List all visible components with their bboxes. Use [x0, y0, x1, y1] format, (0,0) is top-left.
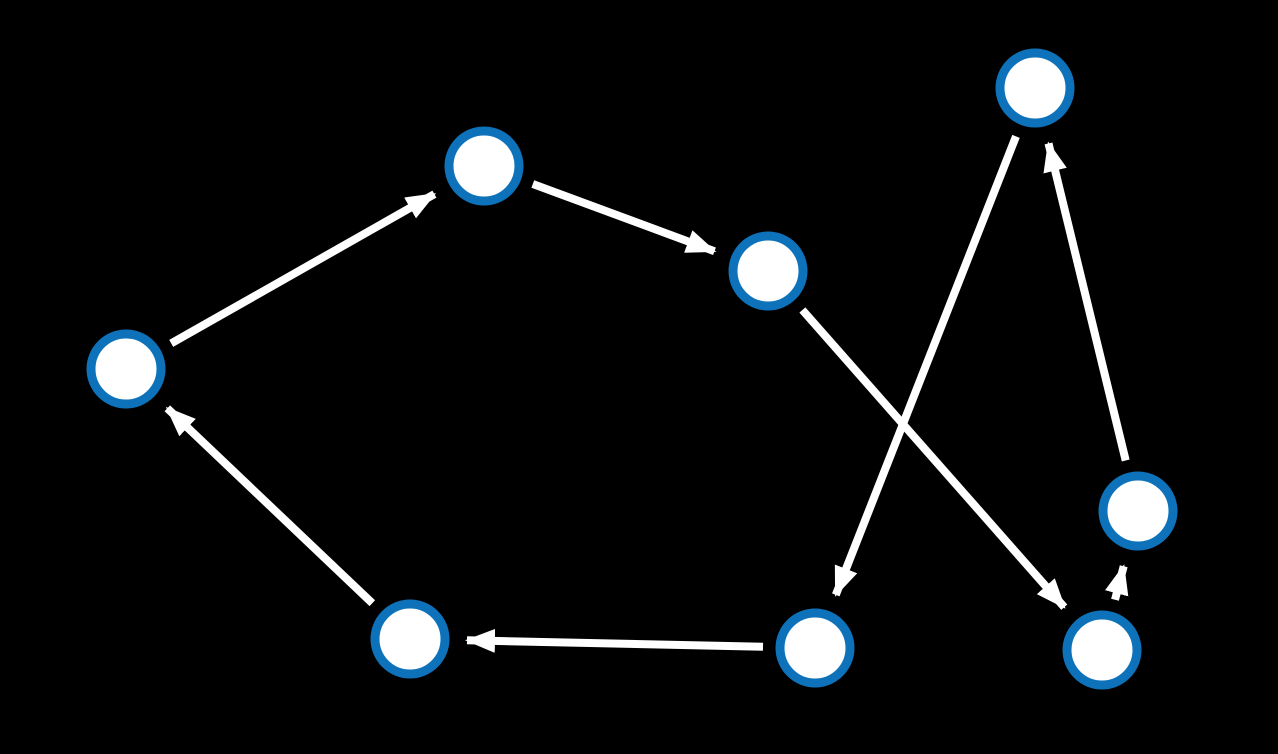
graph-node-n5 [1098, 471, 1178, 551]
graph-node-n7 [775, 608, 855, 688]
graph-edge-n7-n6 [465, 628, 764, 653]
graph-node-n2 [444, 126, 524, 206]
graph-edge-n8-n5 [1105, 564, 1129, 601]
graph-node-n3 [728, 231, 808, 311]
nodes-layer [86, 48, 1178, 690]
graph-edge-n5-n1 [1043, 141, 1130, 462]
graph-edge-n3-n8 [799, 307, 1068, 610]
graph-node-n6 [370, 599, 450, 679]
graph-edge-n4-n2 [169, 190, 437, 347]
graph-node-n1 [995, 48, 1075, 128]
graph-edge-n2-n3 [531, 180, 717, 255]
graph-edge-n1-n7 [832, 134, 1020, 597]
graph-node-n8 [1062, 610, 1142, 690]
edges-layer [164, 134, 1130, 653]
graph-edge-n6-n4 [164, 405, 376, 607]
graph-node-n4 [86, 329, 166, 409]
